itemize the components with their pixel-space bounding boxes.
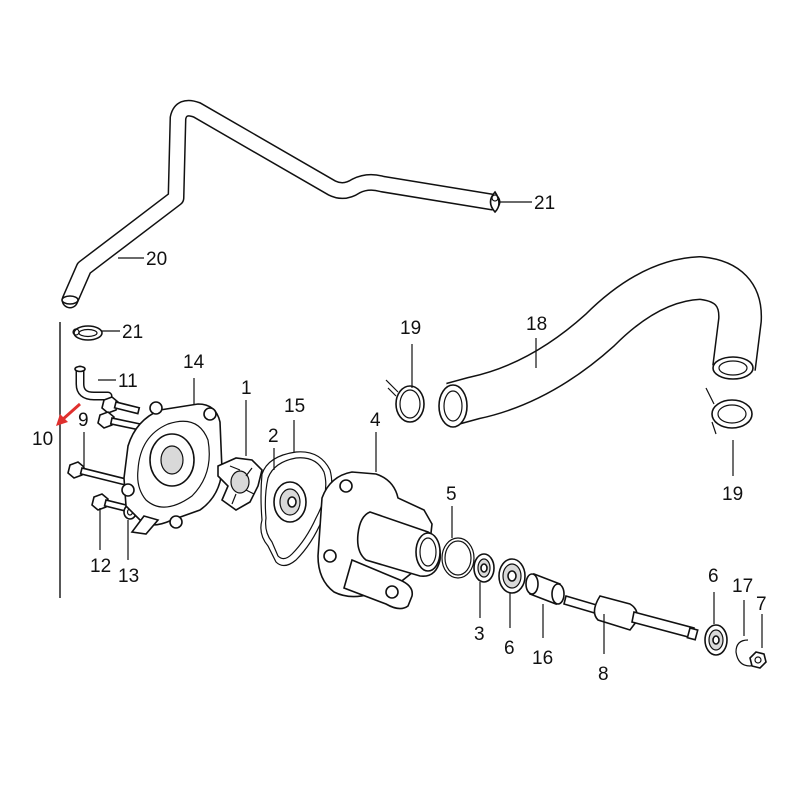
part-16-spacer [525,572,565,606]
part-7-nut [749,651,767,669]
callout-14: 14 [183,352,205,373]
part-6-bearing-right [704,624,728,656]
callout-12: 12 [90,556,111,577]
callout-18: 18 [526,314,547,335]
callout-11: 11 [118,371,138,392]
callout-17: 17 [732,576,753,597]
part-11-elbow-pipe [74,365,113,401]
part-9-bolt-upper [101,396,141,415]
callout-13: 13 [118,566,139,587]
part-2-seal [273,481,307,523]
callout-19-left: 19 [400,318,421,339]
callout-9: 9 [78,410,89,431]
callout-20: 20 [146,249,167,270]
part-6-bearing-middle [498,558,526,594]
callout-7: 7 [756,594,767,615]
part-10-indicator-arrow [56,402,81,426]
callout-19-right: 19 [722,484,743,505]
callout-21-left: 21 [122,322,143,343]
callout-10: 10 [32,429,53,450]
callout-21-top: 21 [534,193,555,214]
part-12-bolt [91,493,129,513]
part-18-large-hose [438,256,763,428]
part-9-bolt-long [67,461,128,486]
callout-15: 15 [284,396,305,417]
callout-5: 5 [446,484,457,505]
part-19-clamp-left [385,379,425,423]
callout-2: 2 [268,426,279,447]
callout-6-right: 6 [708,566,719,587]
part-21-clamp-left [72,325,103,341]
part-3-bearing [473,553,495,583]
part-20-small-hose [61,99,501,309]
callout-8: 8 [598,664,609,685]
part-14-pump-cover [121,401,223,535]
part-1-impeller [217,457,263,511]
part-8-shaft [563,594,699,641]
part-21-clamp-top [489,190,500,214]
callout-4: 4 [370,410,381,431]
callout-6-middle: 6 [504,638,515,659]
callout-16: 16 [532,648,553,669]
leader-lines [83,201,763,654]
callout-3: 3 [474,624,485,645]
part-15-gasket [260,451,333,567]
part-19-clamp-right [705,387,753,435]
part-5-o-ring [441,537,475,579]
part-4-pump-body [317,471,442,610]
callout-1: 1 [241,378,252,399]
